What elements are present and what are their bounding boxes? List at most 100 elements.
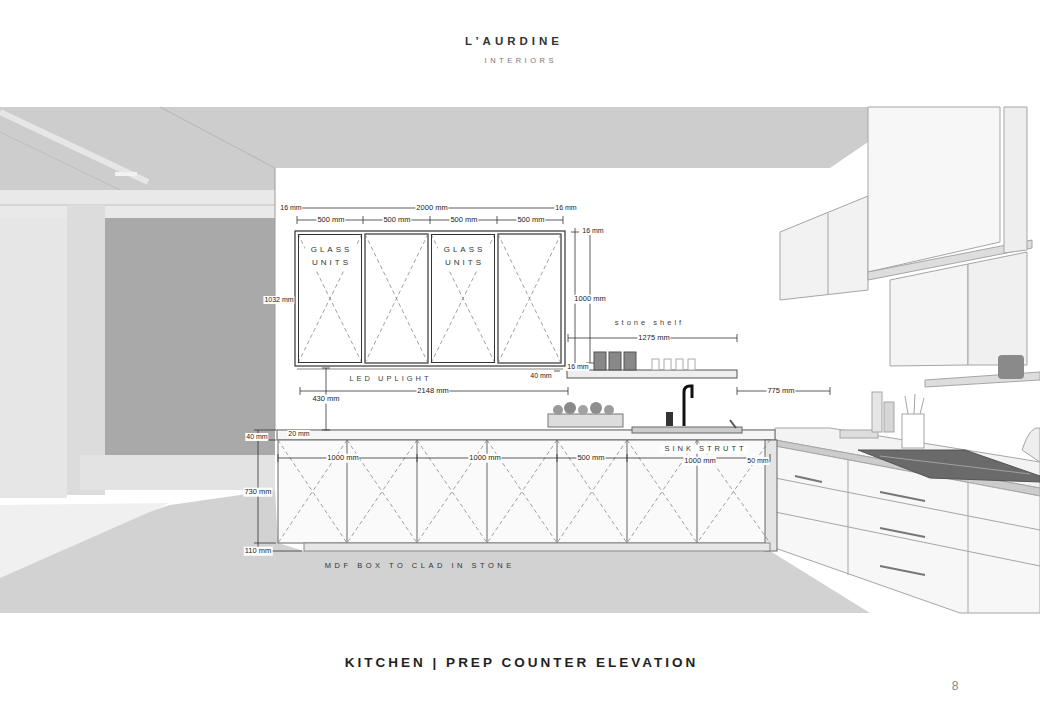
- right-kitchen-run: [868, 107, 1000, 272]
- cabinet-door-swing: [697, 440, 770, 543]
- dimension-lines: [554, 371, 560, 372]
- dimension-lines: [568, 387, 569, 395]
- part-label: LED UPLIGHT: [345, 375, 432, 384]
- stone-shelf: [567, 370, 737, 378]
- cabinet-door-swing: [627, 440, 697, 543]
- prep-counter: [627, 440, 628, 543]
- glass-units: [295, 231, 565, 369]
- right-kitchen-run: [968, 252, 1027, 365]
- right-kitchen-run: [775, 478, 1040, 530]
- prep-counter: [278, 440, 770, 543]
- glass-door-swing: [365, 234, 428, 363]
- counter-props: [604, 405, 614, 415]
- right-kitchen-run: [775, 512, 1040, 566]
- dimension: 110 mm: [244, 547, 273, 556]
- cabinet-door-swing: [557, 440, 627, 543]
- dimension-lines: [322, 430, 330, 431]
- counter-props: [666, 412, 673, 426]
- right-kitchen-run: [848, 460, 849, 575]
- prep-counter: [632, 427, 742, 433]
- right-kitchen-run: [880, 566, 925, 575]
- dimension-lines: [254, 204, 830, 551]
- right-kitchen-run: [920, 398, 924, 414]
- counter-props: [730, 420, 736, 428]
- stone-shelf: [567, 352, 737, 378]
- glass-door-swing: [498, 234, 561, 363]
- scene-ground: [0, 503, 170, 578]
- stone-shelf: [624, 352, 636, 370]
- right-kitchen-run: [880, 528, 925, 537]
- scene-ground: [0, 107, 868, 200]
- right-kitchen-run: [902, 414, 924, 448]
- dimension: 2148 mm: [416, 387, 449, 396]
- dimension: 2000 mm: [415, 204, 448, 213]
- dimension: 1275 mm: [637, 334, 670, 343]
- right-kitchen-run: [795, 476, 822, 482]
- stone-shelf: [664, 359, 671, 370]
- stone-shelf: [609, 352, 621, 370]
- prep-counter: [277, 427, 777, 551]
- dimension: 500 mm: [516, 216, 545, 225]
- dimension: 16 mm: [566, 363, 589, 371]
- dimension-lines: [278, 454, 279, 462]
- glass-units: [365, 234, 428, 363]
- dimension: 16 mm: [279, 204, 302, 212]
- dimension: 1000 mm: [468, 454, 501, 463]
- right-kitchen-run: [884, 402, 894, 432]
- page-number: 8: [951, 680, 960, 694]
- stone-shelf: [688, 359, 695, 370]
- glass-door-swing: [298, 234, 362, 363]
- dimension: 500 mm: [382, 216, 411, 225]
- scene-ground: [67, 205, 105, 495]
- dimension: 1000 mm: [683, 457, 716, 466]
- dimension: 16 mm: [554, 204, 577, 212]
- counter-props: [590, 402, 602, 414]
- right-kitchen-run: [780, 196, 868, 300]
- dimension-lines: [300, 387, 301, 395]
- glass-unit-panel: GLASS UNITS: [431, 234, 495, 363]
- scene-ground: [0, 218, 67, 498]
- dimension: 500 mm: [316, 216, 345, 225]
- dimension-lines: [568, 334, 569, 342]
- brand-subtitle: INTERIORS: [480, 57, 558, 66]
- glass-unit-panel: GLASS UNITS: [298, 234, 362, 363]
- prep-counter: [697, 440, 698, 543]
- glass-door-swing: [431, 234, 495, 363]
- scene-ground: [160, 107, 275, 168]
- dimension: 50 mm: [746, 457, 769, 465]
- prep-counter: [304, 543, 770, 551]
- right-kitchen-run: [880, 456, 1030, 474]
- cabinet-door-swing: [278, 440, 770, 543]
- glass-door-swing: [431, 234, 495, 363]
- scene-ground: [0, 112, 148, 182]
- right-kitchen-run: [858, 450, 1040, 482]
- counter-props: [548, 386, 736, 428]
- right-kitchen-run: [890, 264, 968, 366]
- dimension: 16 mm: [581, 227, 604, 235]
- glass-units: [295, 231, 565, 366]
- unit-label-block: GLASS UNITS: [299, 235, 361, 270]
- dimension: 1000 mm: [326, 454, 359, 463]
- dimension-lines: [363, 216, 364, 224]
- glass-units: [297, 369, 563, 370]
- dimension-lines: [254, 543, 276, 544]
- right-kitchen-run: [914, 394, 915, 414]
- dimension-lines: [417, 454, 418, 462]
- right-kitchen-run: [775, 107, 1040, 613]
- scene-ground: [80, 455, 275, 490]
- dimension: 20 mm: [287, 430, 310, 438]
- cabinet-door-swing: [697, 440, 770, 543]
- dimension-lines: [297, 216, 298, 224]
- dimension: 40 mm: [529, 372, 552, 380]
- part-label: SINK STRUTT: [660, 445, 747, 454]
- counter-props: [578, 405, 588, 415]
- right-kitchen-run: [998, 355, 1024, 379]
- dimension-lines: [430, 216, 431, 224]
- cabinet-door-swing: [627, 440, 697, 543]
- dimension: 430 mm: [311, 395, 340, 404]
- unit-label: GLASS UNITS: [438, 244, 489, 270]
- scene-ground: [0, 132, 120, 190]
- dimension-lines: [497, 216, 498, 224]
